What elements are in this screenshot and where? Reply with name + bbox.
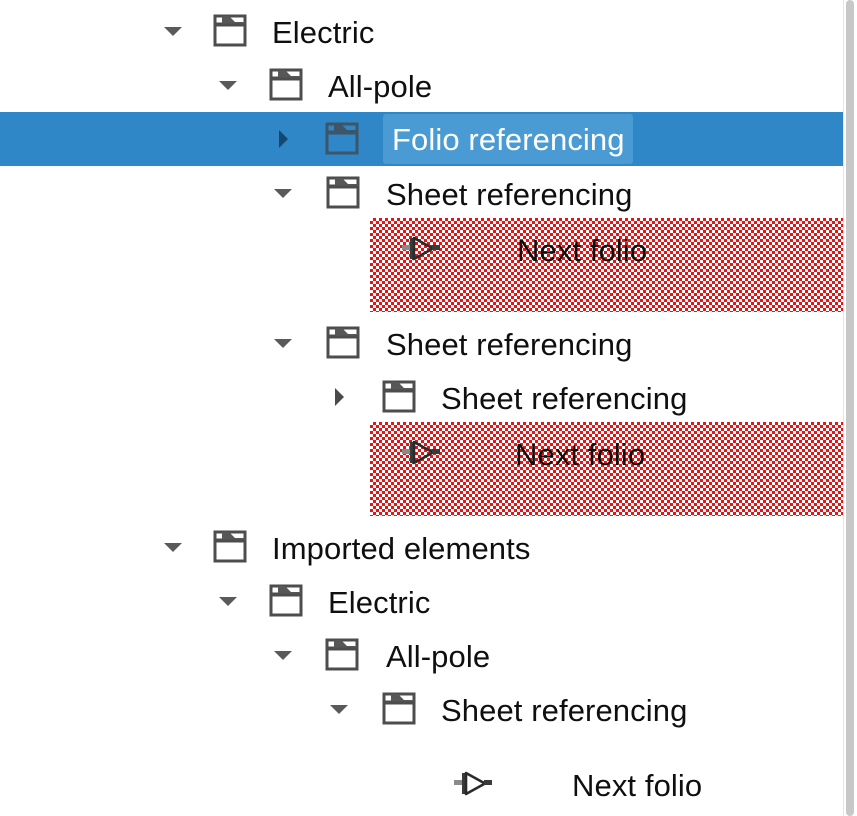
tree-row[interactable]: Imported elements — [0, 520, 857, 574]
folder-icon — [326, 176, 362, 210]
folder-icon — [382, 380, 418, 414]
chevron-down-icon-glyph — [274, 650, 292, 660]
tree-row[interactable]: Next folio — [0, 222, 857, 276]
folder-icon — [213, 14, 249, 48]
chevron-down-icon-glyph — [219, 596, 237, 606]
chevron-down-icon[interactable] — [270, 642, 296, 668]
folder-icon — [326, 326, 362, 360]
tree-row-label: Electric — [328, 585, 431, 620]
tree-row-label: Next folio — [572, 768, 703, 803]
tree-row[interactable]: Next folio — [0, 426, 857, 480]
chevron-down-icon-glyph — [330, 704, 348, 714]
scrollbar-thumb[interactable] — [846, 0, 854, 816]
chevron-down-icon[interactable] — [270, 180, 296, 206]
row-highlight-red — [370, 218, 857, 312]
chevron-down-icon[interactable] — [215, 72, 241, 98]
next-folio-connector-icon — [452, 769, 496, 799]
chevron-right-icon-glyph — [278, 130, 288, 148]
folder-icon — [325, 638, 361, 672]
chevron-right-icon-glyph — [334, 388, 344, 406]
tree-row-label: Next folio — [517, 233, 648, 268]
tree-row[interactable]: Sheet referencing — [0, 316, 857, 370]
folder-icon — [213, 530, 249, 564]
chevron-down-icon[interactable] — [326, 696, 352, 722]
chevron-down-icon[interactable] — [270, 330, 296, 356]
tree-row-name-editbox[interactable]: Folio referencing — [383, 114, 633, 164]
vertical-scrollbar[interactable] — [843, 0, 857, 816]
folder-icon — [269, 584, 305, 618]
tree-row[interactable]: All-pole — [0, 628, 857, 682]
tree-row-label: Sheet referencing — [386, 327, 633, 362]
tree-row[interactable]: Next folio — [0, 757, 857, 811]
tree-row[interactable]: Folio referencing — [0, 112, 857, 166]
tree-row-label: Sheet referencing — [441, 693, 688, 728]
next-folio-connector-icon — [400, 234, 444, 264]
tree-row[interactable]: Sheet referencing — [0, 166, 857, 220]
folder-icon — [269, 68, 305, 102]
tree-row-label: Sheet referencing — [386, 177, 633, 212]
chevron-right-icon[interactable] — [326, 384, 352, 410]
tree-row[interactable]: Sheet referencing — [0, 370, 857, 424]
tree-row-label: Next folio — [515, 437, 646, 472]
next-folio-connector-icon — [400, 438, 444, 468]
tree-row[interactable]: All-pole — [0, 58, 857, 112]
tree-row[interactable]: Sheet referencing — [0, 682, 857, 736]
tree-row-label: Sheet referencing — [441, 381, 688, 416]
tree-row-label: All-pole — [386, 639, 491, 674]
tree-row-label: Imported elements — [272, 531, 531, 566]
chevron-down-icon-glyph — [164, 542, 182, 552]
chevron-down-icon-glyph — [274, 188, 292, 198]
chevron-down-icon[interactable] — [215, 588, 241, 614]
tree-row-label: All-pole — [328, 69, 433, 104]
chevron-down-icon[interactable] — [160, 18, 186, 44]
tree-row-label: Electric — [272, 15, 375, 50]
chevron-down-icon[interactable] — [160, 534, 186, 560]
chevron-right-icon[interactable] — [270, 126, 296, 152]
tree-row[interactable]: Electric — [0, 574, 857, 628]
chevron-down-icon-glyph — [274, 338, 292, 348]
folder-icon — [325, 122, 361, 156]
tree-row-label: Folio referencing — [392, 121, 625, 157]
tree-row[interactable]: Electric — [0, 4, 857, 58]
chevron-down-icon-glyph — [219, 80, 237, 90]
chevron-down-icon-glyph — [164, 26, 182, 36]
row-highlight-red — [370, 422, 857, 516]
folder-icon — [382, 692, 418, 726]
